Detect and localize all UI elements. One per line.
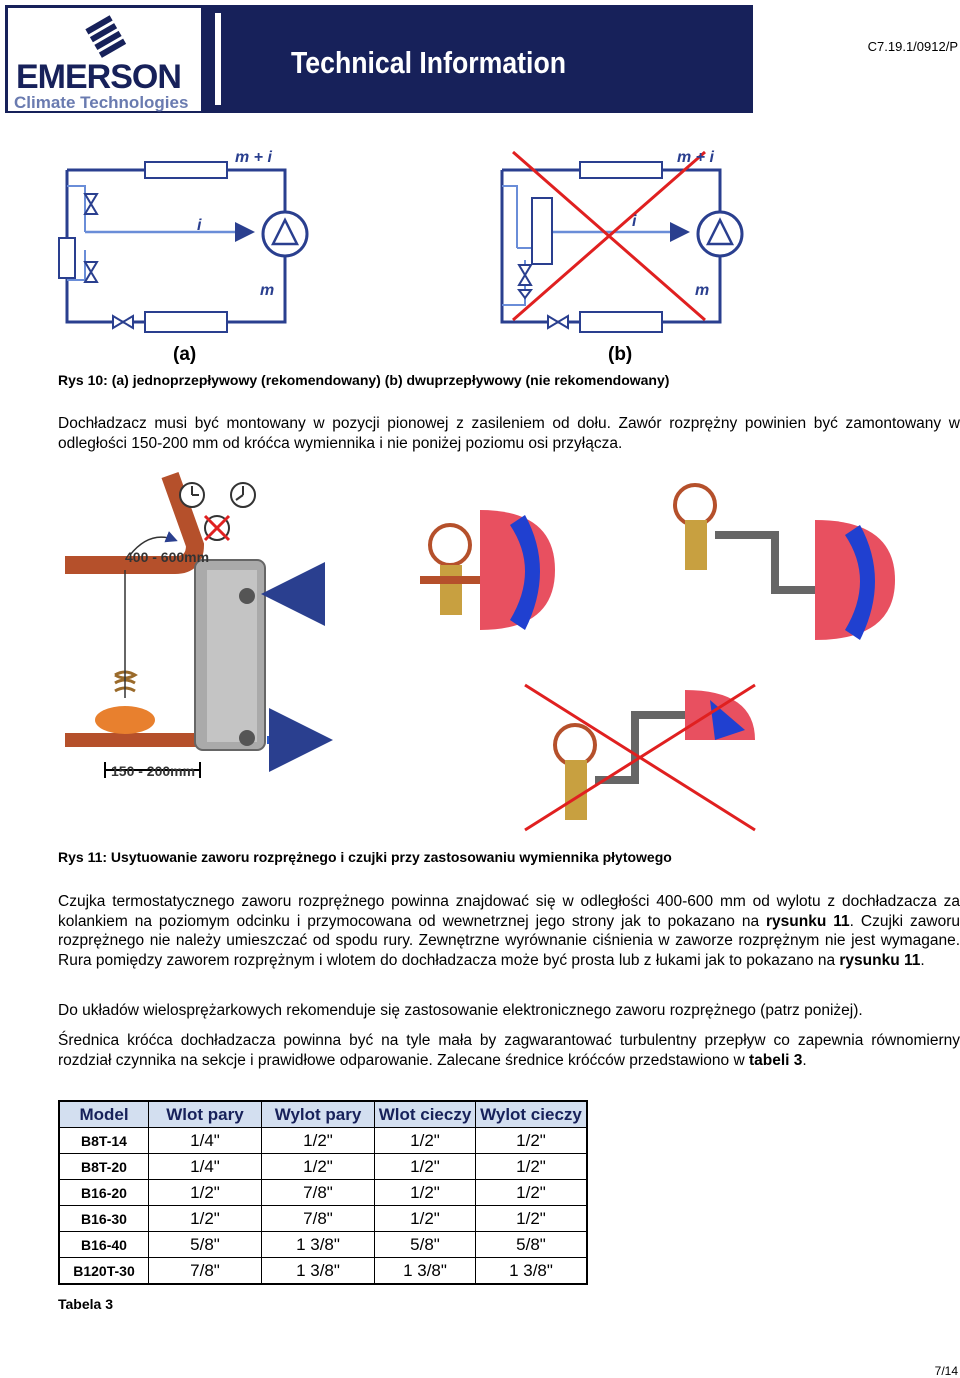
value-cell: 1/2" <box>148 1179 262 1206</box>
table-row: B8T-14 1/4" 1/2" 1/2" 1/2" <box>58 1127 588 1154</box>
table-ref: tabeli 3 <box>748 1051 803 1069</box>
value-cell: 7/8" <box>261 1179 375 1206</box>
paragraph-mounting: Dochładzacz musi być montowany w pozycji… <box>58 415 960 452</box>
column-header-vapor-inlet: Wlot pary <box>148 1100 262 1128</box>
figure-label-a: (a) <box>173 344 196 365</box>
figure-11-illustration: 400 - 600mm 150 - 200mm <box>65 471 895 832</box>
value-cell: 1 3/8" <box>475 1257 588 1285</box>
value-cell: 7/8" <box>261 1205 375 1232</box>
flow-label-top-b: m + i <box>677 149 714 166</box>
para-text: . <box>920 951 925 969</box>
column-header-model: Model <box>58 1100 149 1128</box>
table-row: B16-30 1/2" 7/8" 1/2" 1/2" <box>58 1205 588 1232</box>
value-cell: 1/2" <box>475 1127 588 1154</box>
model-cell: B16-40 <box>58 1231 149 1258</box>
emerson-logo-mark-icon <box>85 15 127 58</box>
page-title: Technical Information <box>291 45 567 80</box>
value-cell: 1/2" <box>374 1179 476 1206</box>
paragraph-sensor: Czujka termostatycznego zaworu rozprężne… <box>58 892 960 970</box>
valve-scenario-1 <box>420 510 555 630</box>
flow-label-mid-b: i <box>632 213 637 230</box>
figure-10-caption: Rys 10: (a) jednoprzepływowy (rekomendow… <box>58 372 670 388</box>
connection-size-table: Model Wlot pary Wylot pary Wlot cieczy W… <box>58 1100 588 1285</box>
value-cell: 5/8" <box>148 1231 262 1258</box>
table-row: B120T-30 7/8" 1 3/8" 1 3/8" 1 3/8" <box>58 1257 588 1285</box>
value-cell: 1/2" <box>475 1179 588 1206</box>
header-divider <box>215 13 221 105</box>
value-cell: 1/2" <box>475 1153 588 1180</box>
figure-10-diagram: m + i i m (a) m + i i m (b) <box>58 149 744 365</box>
document-code: C7.19.1/0912/P <box>867 39 958 54</box>
figure-label-b: (b) <box>608 344 632 365</box>
figure-ref: rysunku 11 <box>766 912 850 930</box>
table-row: B8T-20 1/4" 1/2" 1/2" 1/2" <box>58 1153 588 1180</box>
value-cell: 1/2" <box>374 1153 476 1180</box>
para-text: . <box>802 1051 807 1069</box>
page-number: 7/14 <box>934 1364 958 1378</box>
value-cell: 1/4" <box>148 1153 262 1180</box>
value-cell: 1/2" <box>475 1205 588 1232</box>
value-cell: 1 3/8" <box>261 1231 375 1258</box>
value-cell: 1 3/8" <box>261 1257 375 1285</box>
para-text: Czujka termostatycznego zaworu rozprężne… <box>58 893 960 930</box>
value-cell: 1/2" <box>374 1127 476 1154</box>
value-cell: 5/8" <box>374 1231 476 1258</box>
table-row: B16-20 1/2" 7/8" 1/2" 1/2" <box>58 1179 588 1206</box>
value-cell: 1/4" <box>148 1127 262 1154</box>
column-header-liquid-inlet: Wlot cieczy <box>374 1100 476 1128</box>
dimension-label-top: 400 - 600mm <box>125 549 209 565</box>
not-recommended-cross-icon <box>512 150 706 322</box>
value-cell: 1/2" <box>374 1205 476 1232</box>
model-cell: B8T-20 <box>58 1153 149 1180</box>
brand-name: EMERSON <box>16 58 182 96</box>
figure-ref: rysunku 11 <box>839 951 921 969</box>
paragraph-diameter: Średnica króćca dochładzacza powinna być… <box>58 1031 960 1070</box>
circuit-a <box>65 168 287 324</box>
table-row: B16-40 5/8" 1 3/8" 5/8" 5/8" <box>58 1231 588 1258</box>
emerson-logo: EMERSON Climate Technologies <box>8 8 201 112</box>
flow-label-mid-a: i <box>197 217 202 234</box>
model-cell: B120T-30 <box>58 1257 149 1285</box>
header-banner: EMERSON Climate Technologies Technical I… <box>5 5 753 113</box>
para-text: . Czujki zaworu rozprężnego nie należy u… <box>58 912 960 969</box>
valve-scenario-2 <box>673 483 895 640</box>
value-cell: 5/8" <box>475 1231 588 1258</box>
flow-label-top-a: m + i <box>235 149 272 166</box>
value-cell: 1/2" <box>148 1205 262 1232</box>
not-recommended-cross-icon <box>524 683 756 832</box>
table-3-caption: Tabela 3 <box>58 1296 113 1312</box>
column-header-vapor-outlet: Wylot pary <box>261 1100 375 1128</box>
model-cell: B16-30 <box>58 1205 149 1232</box>
paragraph-multi-compressor: Do układów wielosprężarkowych rekomenduj… <box>58 1002 863 1019</box>
flow-label-bottom-b: m <box>695 282 709 299</box>
dimension-label-bottom: 150 - 200mm <box>111 763 195 779</box>
model-cell: B16-20 <box>58 1179 149 1206</box>
valve-scenario-3-not-recommended <box>524 683 756 832</box>
expansion-valve <box>95 706 155 734</box>
para-text: Średnica króćca dochładzacza powinna być… <box>58 1032 960 1069</box>
value-cell: 1/2" <box>261 1153 375 1180</box>
value-cell: 1/2" <box>261 1127 375 1154</box>
flow-label-bottom-a: m <box>260 282 274 299</box>
model-cell: B8T-14 <box>58 1127 149 1154</box>
column-header-liquid-outlet: Wylot cieczy <box>475 1100 588 1128</box>
brand-subtitle: Climate Technologies <box>14 93 189 112</box>
value-cell: 1 3/8" <box>374 1257 476 1285</box>
value-cell: 7/8" <box>148 1257 262 1285</box>
suction-pipe <box>65 471 205 574</box>
figure-11-caption: Rys 11: Usytuowanie zaworu rozprężnego i… <box>58 849 672 865</box>
